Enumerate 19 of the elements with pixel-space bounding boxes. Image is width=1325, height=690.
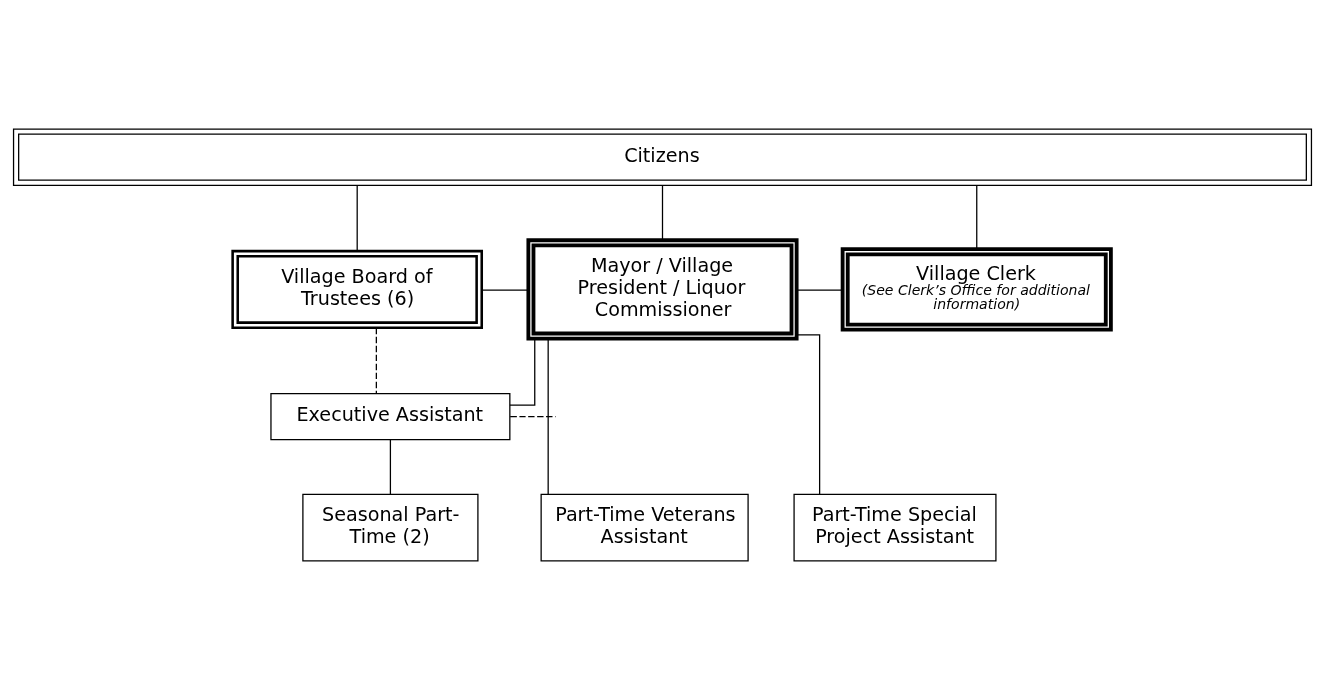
node-box: Village Clerk (See Clerk’s Office for additional information)	[840, 247, 1113, 332]
node-box: Village Board of Trustees (6)	[231, 249, 483, 330]
connector	[375, 327, 377, 394]
connector	[796, 289, 844, 291]
node-box: Executive Assistant	[270, 392, 511, 441]
node-box: Part-Time Veterans Assistant	[540, 493, 749, 562]
node-box: Seasonal Part-Time (2)	[302, 493, 479, 562]
connector	[547, 338, 549, 496]
connector	[481, 289, 529, 291]
connector	[976, 184, 978, 250]
node-box: Mayor / Village President / Liquor Commissioner	[526, 238, 799, 341]
connector	[356, 184, 358, 252]
connector	[661, 184, 664, 241]
connector	[509, 415, 557, 418]
node-box: Part-Time Special Project Assistant	[793, 493, 997, 562]
connector	[389, 438, 392, 495]
node-box: Citizens	[12, 128, 1313, 186]
connector	[509, 338, 536, 406]
connector	[796, 334, 821, 495]
